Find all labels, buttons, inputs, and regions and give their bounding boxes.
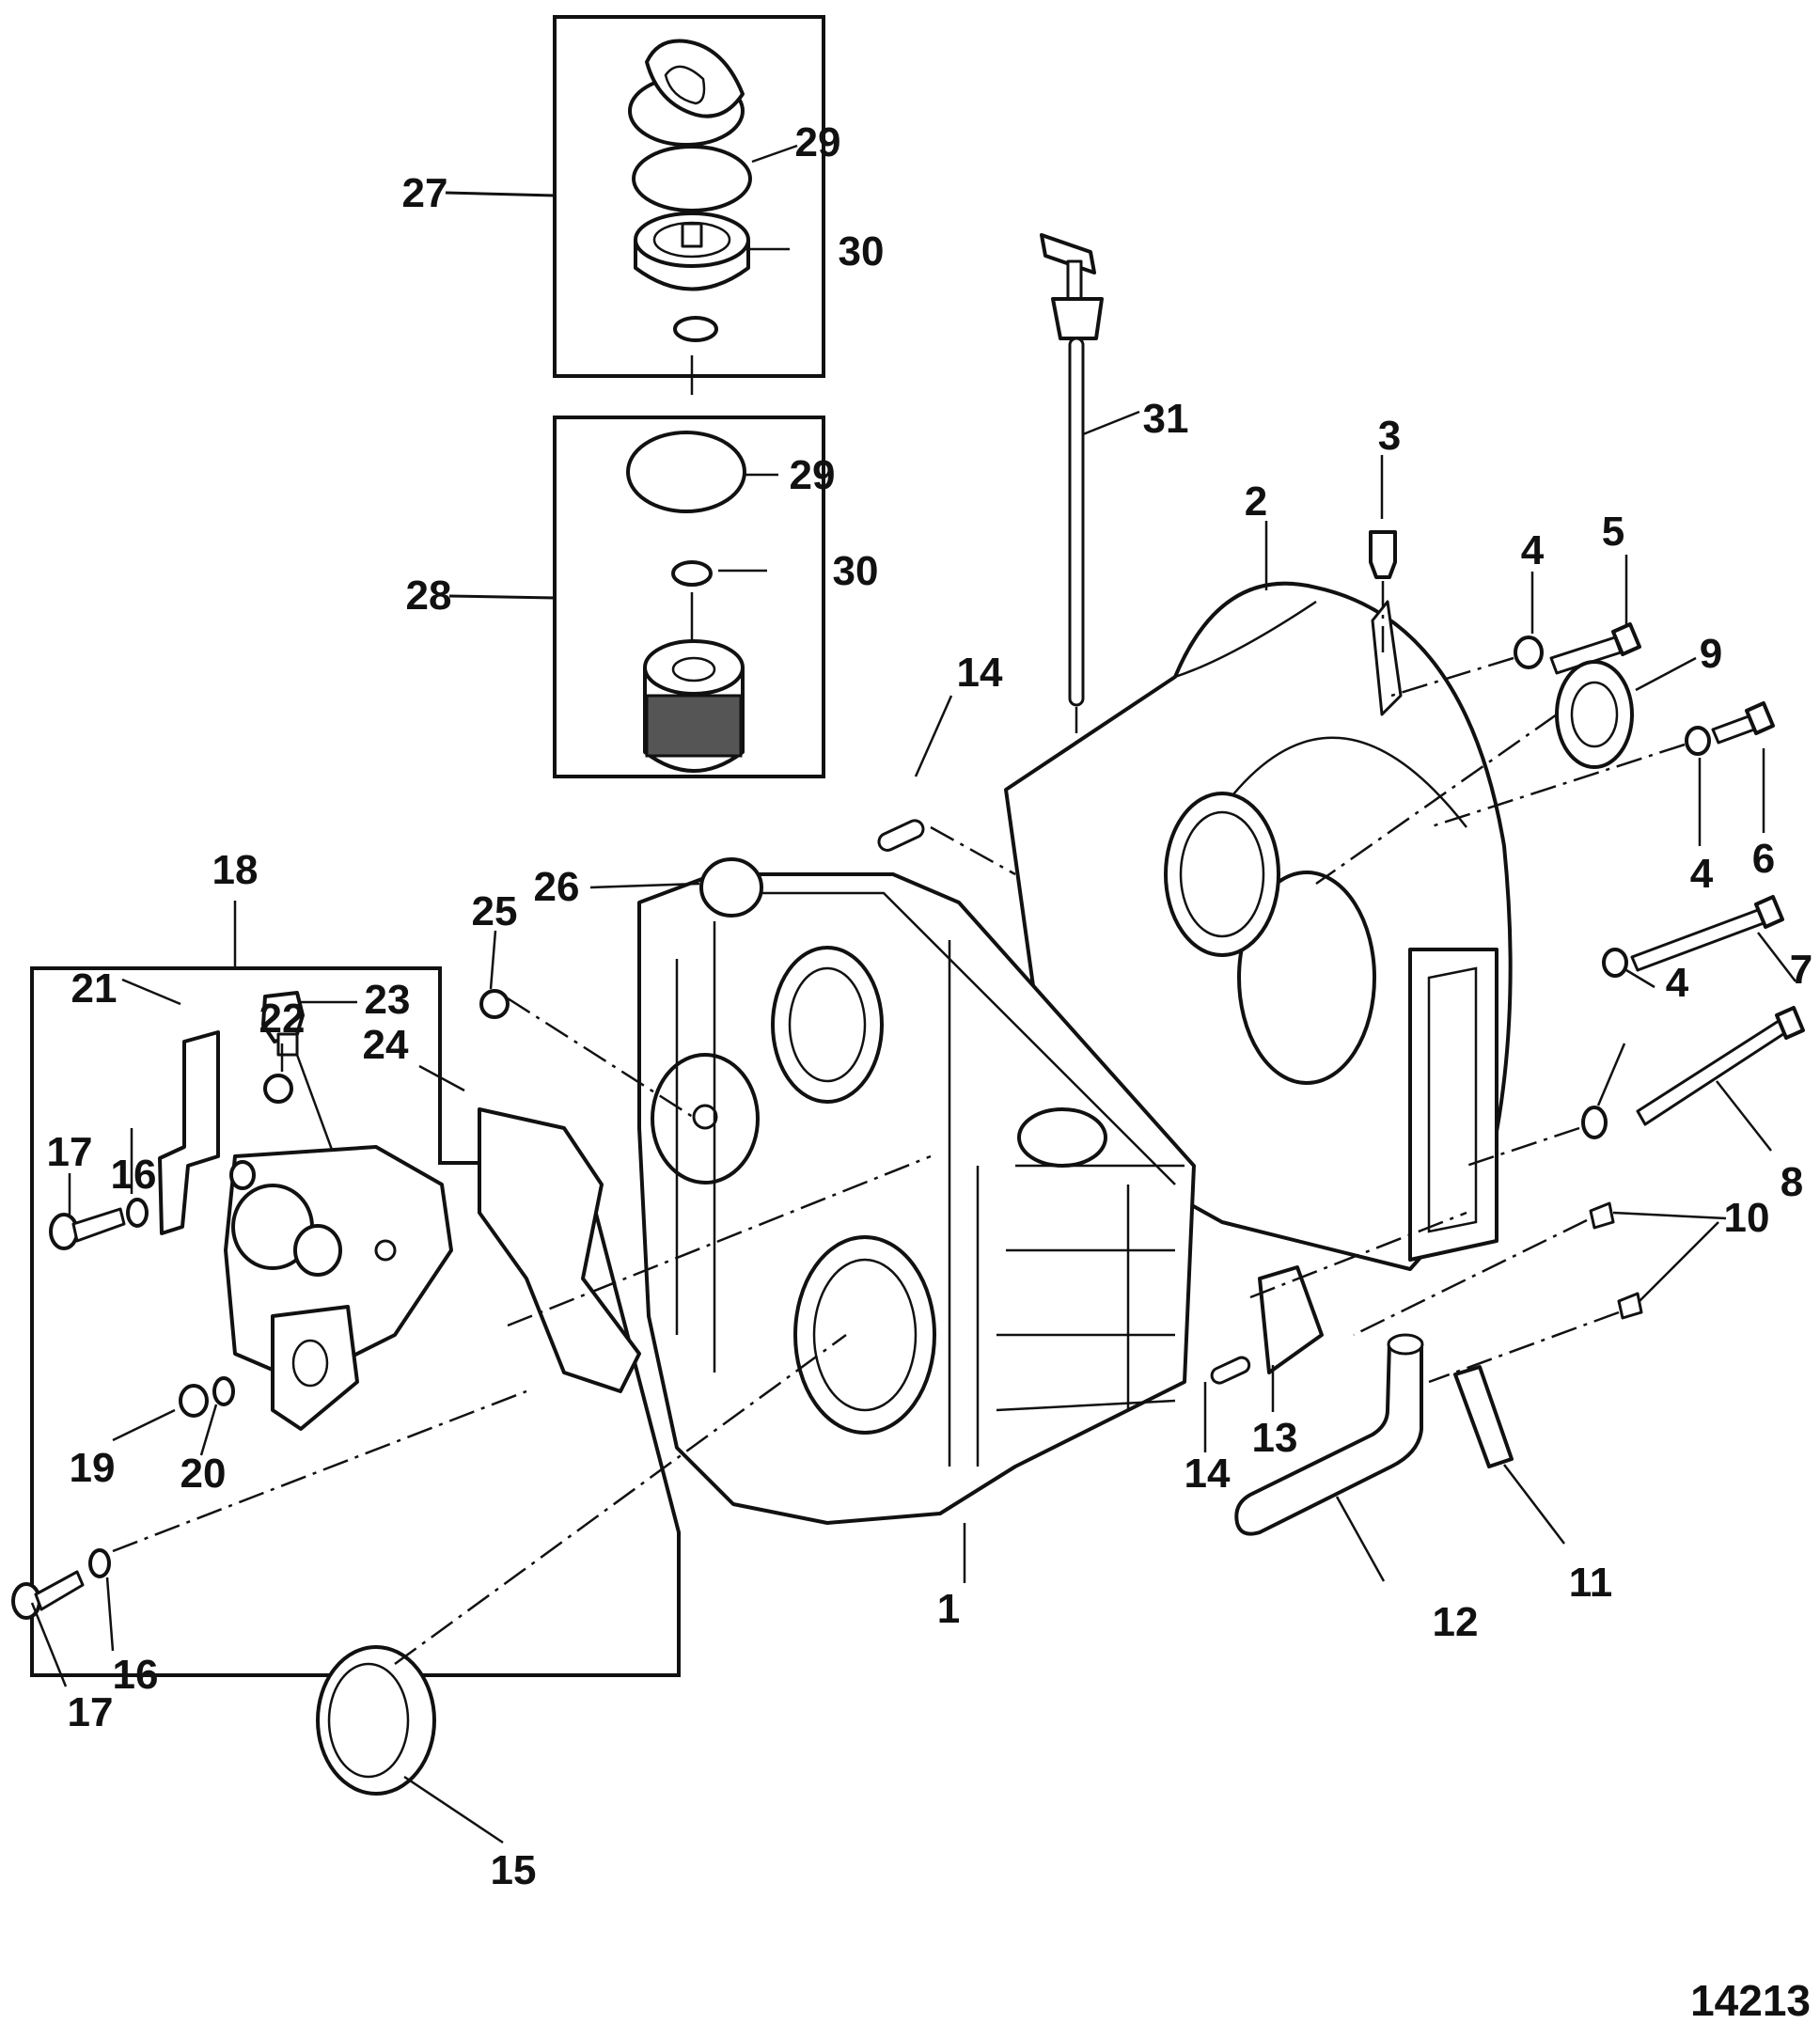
dowel-pin-bottom — [1203, 1356, 1251, 1452]
kit-27-frame — [553, 15, 825, 378]
breather-icon — [1369, 530, 1397, 579]
plug-icon — [179, 1384, 209, 1418]
clamp-icon — [1453, 1365, 1514, 1468]
screw-icon — [1589, 1201, 1615, 1230]
oil-seal-icon — [1555, 660, 1634, 769]
callout-30b: 30 — [833, 548, 879, 594]
callout-17a: 17 — [47, 1129, 93, 1175]
washer-icon — [212, 1376, 235, 1406]
gasket-icon — [478, 1107, 641, 1393]
nut-25 — [479, 930, 697, 1121]
screw-icon — [49, 1207, 126, 1250]
snap-ring-icon — [671, 560, 713, 587]
kit-27-filler-cap — [445, 15, 825, 395]
callout-17b: 17 — [68, 1689, 114, 1735]
washer-icon — [229, 1160, 256, 1190]
bolt-icon — [1711, 714, 1756, 745]
callout-7: 7 — [1790, 947, 1812, 993]
dowel-pin-top — [877, 695, 1016, 876]
clamp-11 — [1453, 1365, 1565, 1545]
callout-3: 3 — [1378, 413, 1401, 459]
callout-6: 6 — [1752, 836, 1775, 882]
callout-11: 11 — [1569, 1560, 1613, 1606]
filter-element-icon — [643, 639, 745, 773]
filler-cap-icon — [628, 39, 745, 175]
figure-number: 14213 — [1690, 1976, 1811, 2024]
screws-10 — [1353, 1201, 1727, 1384]
bolt-icon — [1630, 908, 1765, 972]
hose-icon — [1234, 1341, 1423, 1536]
callout-16a: 16 — [111, 1152, 157, 1198]
callout-22: 22 — [259, 996, 306, 1042]
washer-icon — [88, 1548, 111, 1578]
nut-icon — [263, 1074, 293, 1104]
plug-26 — [589, 857, 763, 918]
washer-icon — [1581, 1106, 1608, 1139]
dowel-pin-icon — [877, 819, 925, 852]
callout-30a: 30 — [839, 228, 885, 275]
washer-icon — [1514, 635, 1544, 669]
callout-23: 23 — [365, 977, 411, 1023]
callout-26: 26 — [534, 864, 580, 910]
callout-21: 21 — [71, 965, 118, 1012]
washer-icon — [1602, 948, 1628, 978]
cap-body-icon — [634, 212, 750, 291]
callout-8: 8 — [1781, 1159, 1803, 1205]
extra-dash-lines — [507, 1154, 1467, 1327]
callout-19: 19 — [70, 1445, 116, 1491]
seal-15 — [316, 1333, 847, 1844]
main-housing-icon — [637, 872, 1196, 1525]
oil-seal-icon — [316, 1645, 436, 1796]
dowel-pin-icon — [1210, 1356, 1251, 1385]
bolt-icon — [1636, 1019, 1788, 1126]
callout-14a: 14 — [957, 650, 1003, 696]
callout-28: 28 — [406, 573, 452, 619]
callout-9: 9 — [1700, 631, 1722, 677]
callout-4a: 4 — [1521, 527, 1545, 573]
washers-4 — [1390, 572, 1711, 1168]
snap-ring-icon — [673, 316, 718, 342]
dipstick-icon — [1040, 233, 1140, 808]
callout-29a: 29 — [795, 119, 841, 165]
callout-14b: 14 — [1185, 1451, 1231, 1497]
valve-body-icon — [224, 1145, 453, 1431]
callout-12: 12 — [1433, 1599, 1479, 1645]
callout-20: 20 — [180, 1451, 227, 1497]
hose-12 — [1234, 1333, 1424, 1582]
callout-5: 5 — [1602, 509, 1624, 555]
callout-2: 2 — [1245, 479, 1267, 525]
callout-4b: 4 — [1690, 851, 1714, 897]
bracket-13 — [1258, 1265, 1324, 1412]
nut-icon — [479, 989, 510, 1019]
kit-28-filter — [448, 416, 825, 778]
callout-18: 18 — [212, 847, 259, 893]
screw-icon — [1617, 1292, 1643, 1320]
callout-1: 1 — [937, 1586, 960, 1632]
bracket-icon — [158, 1030, 220, 1235]
kit-18-valve-assembly — [30, 901, 681, 1677]
callout-24: 24 — [363, 1022, 409, 1068]
washer-icon — [126, 1198, 149, 1228]
breather-3 — [1369, 455, 1397, 658]
plug-icon — [699, 857, 763, 918]
callout-27: 27 — [402, 170, 448, 216]
callout-labels: 1 2 3 4 4 4 4 5 6 7 8 9 10 11 12 13 14 1… — [47, 119, 1813, 1893]
callout-16b: 16 — [113, 1652, 159, 1698]
callout-25: 25 — [472, 888, 518, 934]
callout-15: 15 — [491, 1847, 537, 1893]
screw-17-outside — [11, 1389, 527, 1687]
callout-13: 13 — [1252, 1415, 1298, 1461]
bolts — [1549, 555, 1805, 1152]
callout-31: 31 — [1143, 396, 1189, 442]
callout-10: 10 — [1724, 1195, 1770, 1241]
bracket-icon — [1258, 1265, 1324, 1374]
callout-4c: 4 — [1666, 960, 1689, 1006]
callout-29b: 29 — [790, 452, 836, 498]
washer-icon — [1685, 726, 1711, 756]
seal-9 — [1315, 656, 1697, 886]
